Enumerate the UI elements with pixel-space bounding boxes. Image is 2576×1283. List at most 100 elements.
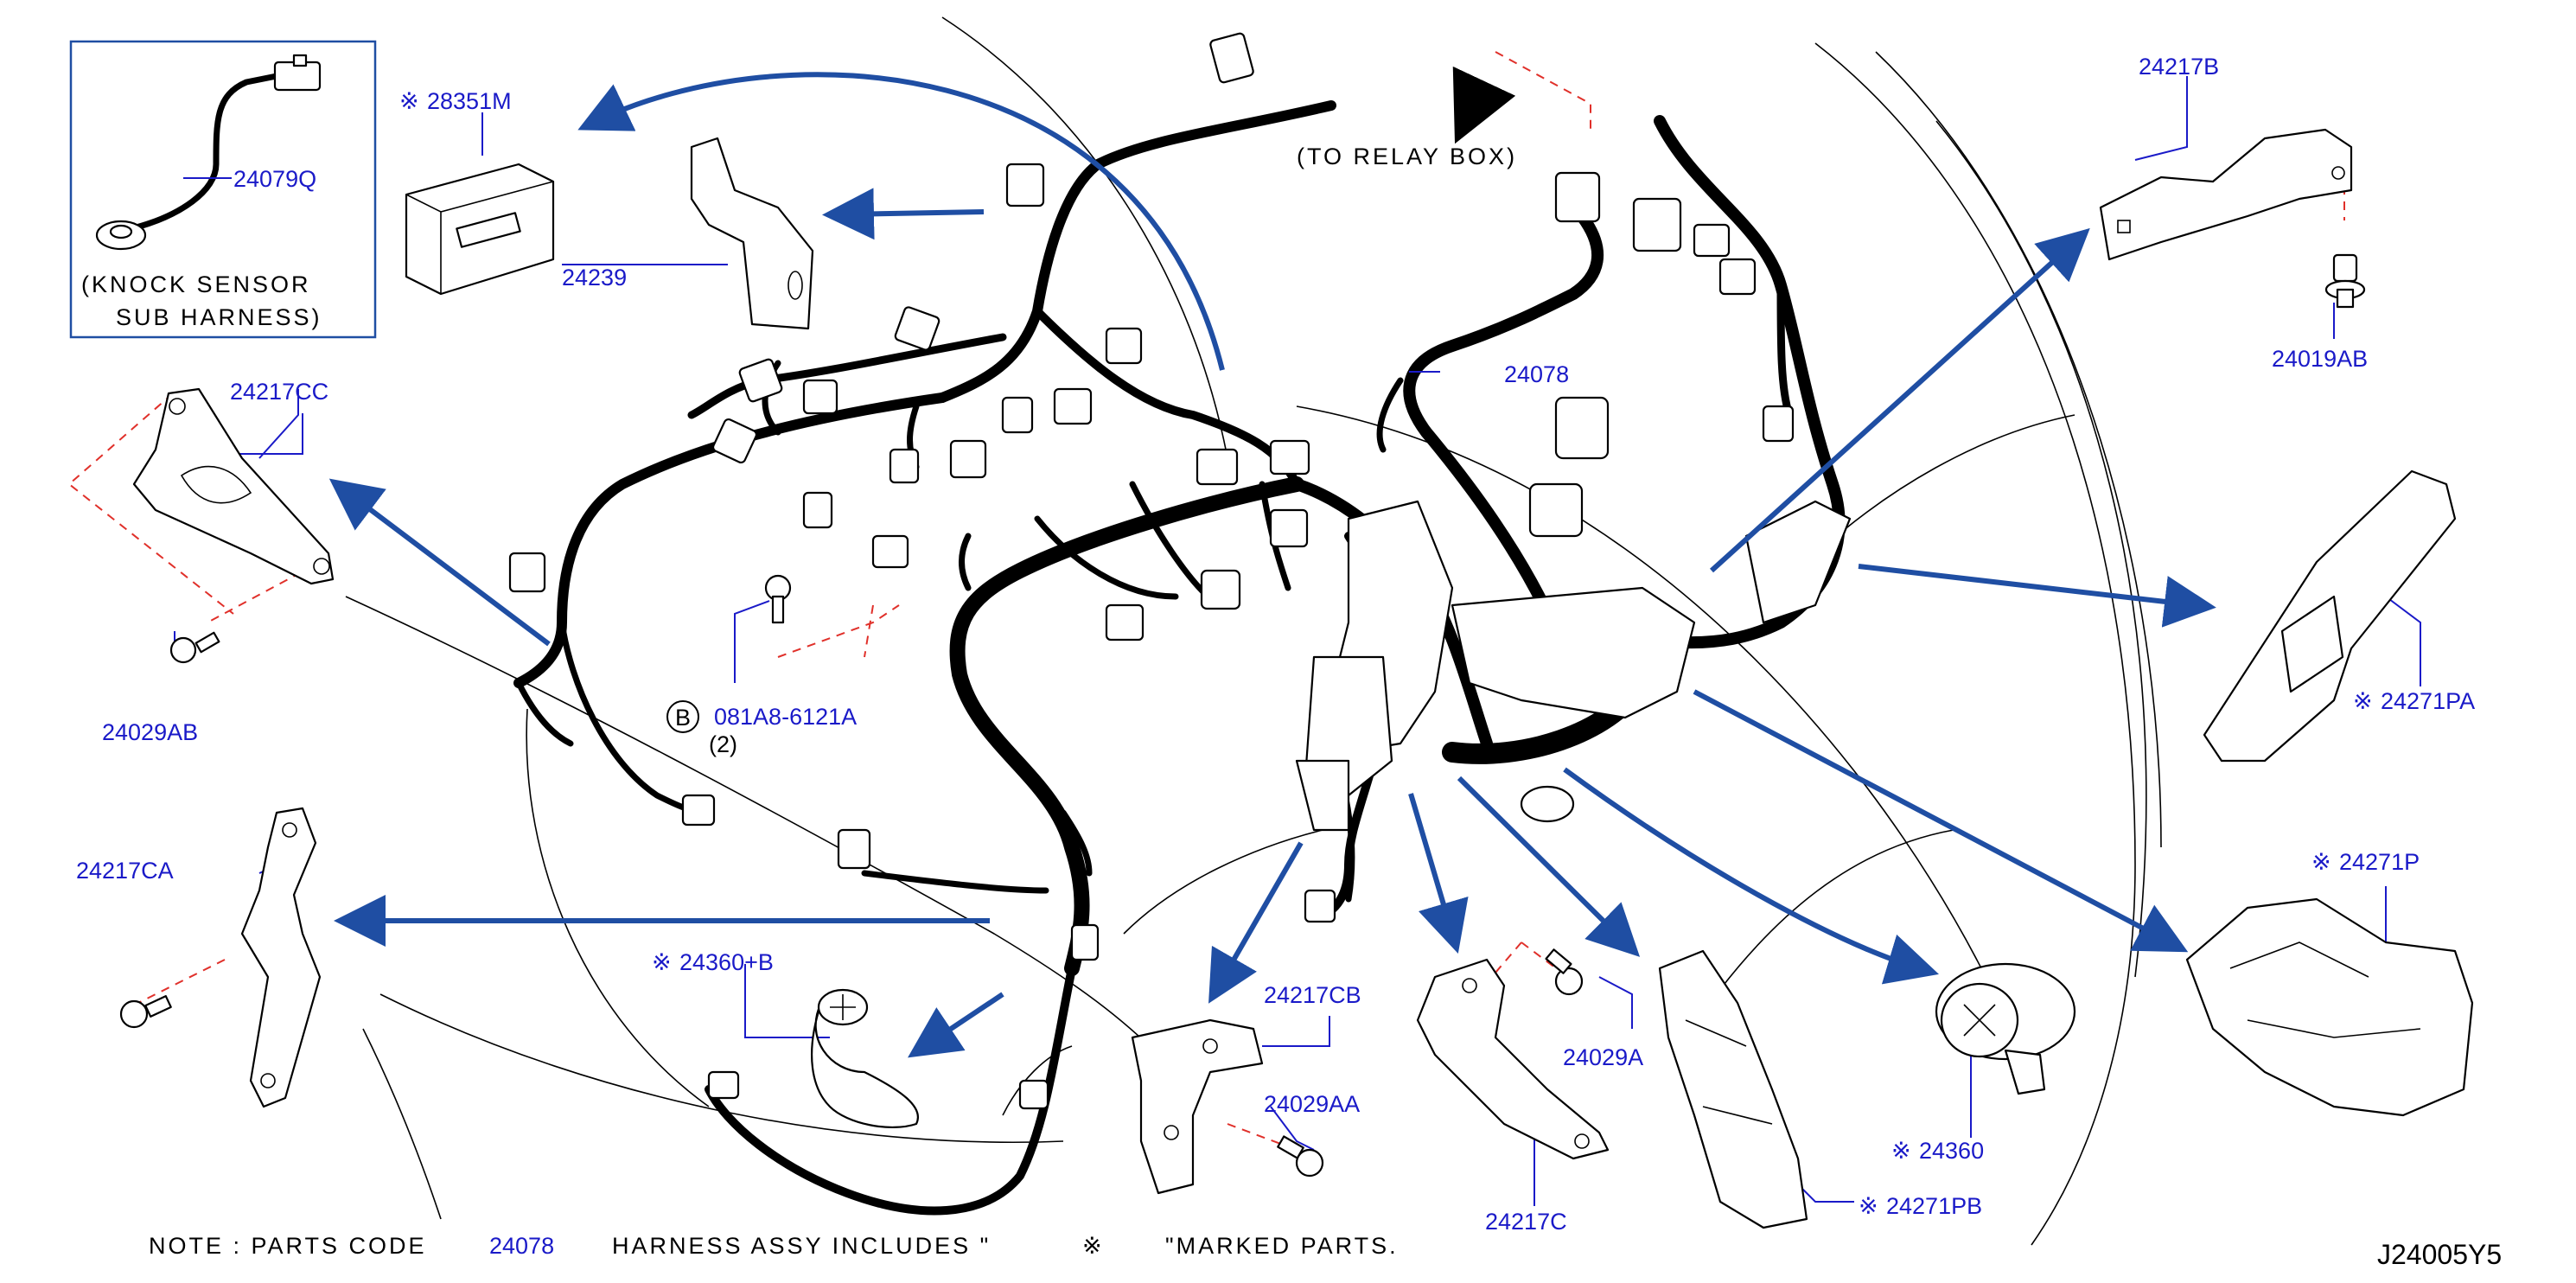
label-24029AA: 24029AA [1264,1091,1360,1117]
connector-icon [1762,405,1795,443]
part-24360-right [1935,962,2076,1095]
note-prefix: NOTE : PARTS CODE [149,1233,427,1259]
connector-icon [711,418,758,464]
part-28351M [405,163,555,296]
bracket-icon [690,137,814,330]
connector-icon [1053,387,1093,425]
mark-symbol: ※ [1859,1193,1878,1219]
bracket-icon [1131,1018,1264,1195]
footer-note: NOTE : PARTS CODE 24078 HARNESS ASSY INC… [149,1233,1399,1259]
part-24271PB [1658,949,1808,1229]
connector-icon [802,491,833,529]
inset-caption-1: (KNOCK SENSOR [81,271,311,297]
connector-icon [1105,327,1143,365]
note-middle: HARNESS ASSY INCLUDES " [612,1233,991,1259]
connector-icon [1269,508,1309,548]
part-24239 [690,137,814,330]
label-24217CC: 24217CC [230,379,328,405]
part-24217B [2099,128,2353,261]
connector-icon [1001,396,1034,434]
note-suffix: "MARKED PARTS. [1165,1233,1399,1259]
label-24271PA: 24271PA [2381,688,2475,714]
inset-part-number: 24079Q [233,166,316,192]
connector-icon [707,1070,740,1100]
connector-icon [1528,482,1584,538]
reference-b-circle [666,700,699,733]
part-clip-081A8 [764,574,792,624]
part-24029A [1545,948,1584,996]
bolt-icon [1554,967,1584,996]
pointer-arrows [328,66,2216,1058]
inset-caption-2: SUB HARNESS) [116,304,322,330]
relay-direction-arrow [1452,66,1516,144]
label-quantity: (2) [709,731,737,757]
connector-icon [1693,223,1731,258]
part-24217CB [1131,1018,1264,1195]
bracket-icon [240,807,322,1108]
part-24029AA [1277,1135,1324,1178]
part-labels: ※ 28351M 24239 24217CC 24029AB B 081A8-6… [76,54,2475,1235]
bracket-icon [132,387,335,585]
connector-icon [508,552,546,593]
label-24217CA: 24217CA [76,858,174,884]
connector-icon [837,828,871,870]
connector-icon [949,439,987,479]
mark-symbol: ※ [1891,1138,1911,1164]
label-relay-box: (TO RELAY BOX) [1297,144,1517,169]
part-24271PA [2203,469,2457,763]
label-24029AB-left: 24029AB [102,719,198,745]
bolt-icon [2332,253,2358,283]
connector-icon [738,358,783,403]
connector-icon [1718,258,1757,296]
label-081A8-6121A: 081A8-6121A [714,704,857,730]
mark-symbol: ※ [2311,849,2331,875]
label-24360B: 24360+B [679,949,774,975]
connector-icon [894,306,940,351]
label-24019AB: 24019AB [2272,346,2368,372]
reference-b-letter: B [675,705,691,731]
bracket-icon [1416,958,1610,1160]
note-code: 24078 [489,1233,554,1259]
bolt-icon [119,999,149,1029]
label-24239: 24239 [562,265,627,290]
label-24217C: 24217C [1485,1209,1567,1235]
connector-icon [1209,32,1254,84]
connector-icon [681,794,716,827]
connector-icon [1554,396,1610,460]
connector-icon [889,448,920,484]
connector-icon [1200,569,1241,610]
part-24029AB-left [169,631,220,664]
mark-symbol: ※ [1082,1233,1105,1259]
diagram-id: J24005Y5 [2377,1239,2502,1270]
mark-symbol: ※ [2353,688,2373,714]
bolt-icon [169,636,197,664]
protector-icon [1658,949,1808,1229]
part-24217CC [132,387,335,585]
label-24029A: 24029A [1563,1044,1643,1070]
label-24078: 24078 [1504,361,1569,387]
connector-icon [871,534,909,569]
mark-symbol: ※ [652,949,672,975]
label-24271P: 24271P [2339,849,2420,875]
mark-symbol: ※ [399,88,419,114]
connector-icon [802,379,838,415]
part-24271P [2185,897,2474,1117]
knock-sensor-inset: 24079Q (KNOCK SENSOR SUB HARNESS) [69,40,377,339]
bracket-icon [2099,128,2353,261]
connector-icon [1304,889,1336,923]
part-24360B [811,988,919,1129]
label-28351M: 28351M [427,88,512,114]
junction-block [1295,500,1852,832]
protector-icon [2185,897,2474,1117]
connector-icon [1018,1079,1049,1110]
part-24217CA [240,807,322,1108]
connector-icon [1070,923,1100,961]
part-24019AB [2324,253,2366,309]
grommet-icon [811,1001,919,1129]
connector-icon [1196,448,1239,486]
label-24217CB: 24217CB [1264,982,1361,1008]
part-bolt-left-bottom [119,995,172,1029]
label-24271PB: 24271PB [1886,1193,1982,1219]
connector-icon [1632,197,1682,252]
